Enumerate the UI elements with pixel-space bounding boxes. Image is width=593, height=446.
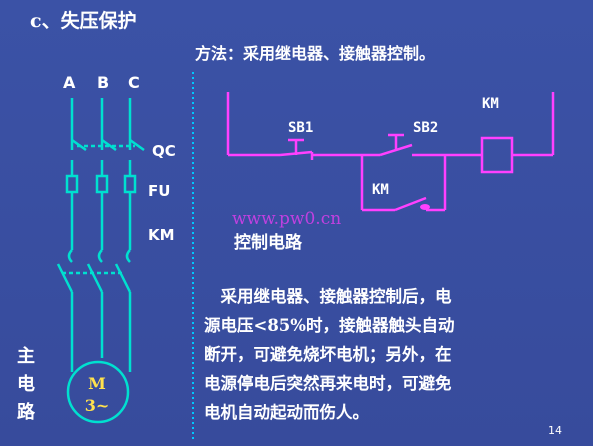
km-blade-a (56, 263, 74, 293)
km-contact-hook-b (97, 249, 103, 263)
motor-circle (66, 360, 130, 424)
qc-blade-c (129, 138, 145, 152)
km-main-label: KM (148, 226, 175, 244)
km-hold-contact (394, 196, 427, 212)
control-circuit-title: 控制电路 (234, 233, 302, 253)
fuse-b (95, 174, 109, 194)
motor-label-phase: 3~ (84, 396, 110, 415)
sb2-label: SB2 (413, 120, 439, 136)
method-text: 方法：采用继电器、接触器控制。 (195, 44, 436, 63)
km-hold-contact-dot (420, 204, 430, 210)
main-circuit-label-char-3: 路 (17, 402, 35, 423)
page-number: 14 (548, 424, 562, 437)
qc-label: QC (152, 142, 176, 160)
km-contact-hook-c (125, 249, 131, 263)
km-coil-label: KM (482, 96, 499, 112)
sb1-label: SB1 (288, 120, 314, 136)
km-coil (480, 136, 514, 174)
fuse-c (123, 174, 137, 194)
slide-title: c、失压保护 (30, 10, 137, 32)
main-circuit-label: 主 电 路 (14, 343, 38, 427)
description-line-4: 电源停电后突然再来电时，可避免 (204, 374, 452, 393)
control-circuit (226, 92, 555, 212)
description-line-2: 源电压<85%时，接触器触头自动 (204, 316, 455, 335)
km-contact-hook-a (67, 249, 73, 263)
motor-label-m: M (88, 374, 106, 393)
phase-c-label: C (128, 73, 140, 92)
main-circuit (56, 98, 145, 424)
main-circuit-label-char-2: 电 (17, 374, 35, 395)
km-contact-label: KM (372, 182, 389, 198)
watermark: www.pw0.cn (232, 209, 342, 229)
description-line-1: 采用继电器、接触器控制后，电 (204, 287, 452, 306)
fuse-a (65, 174, 79, 194)
description-line-5: 电机自动起动而伤人。 (204, 403, 369, 422)
phase-a-label: A (63, 73, 76, 92)
main-circuit-label-char-1: 主 (17, 346, 35, 367)
phase-b-label: B (97, 73, 110, 92)
km-blade-c (114, 263, 132, 293)
description: 采用继电器、接触器控制后，电 源电压<85%时，接触器触头自动 断开，可避免烧坏… (204, 282, 588, 427)
km-blade-b (86, 263, 104, 293)
fu-label: FU (148, 182, 171, 200)
description-line-3: 断开，可避免烧坏电机；另外，在 (204, 345, 452, 364)
